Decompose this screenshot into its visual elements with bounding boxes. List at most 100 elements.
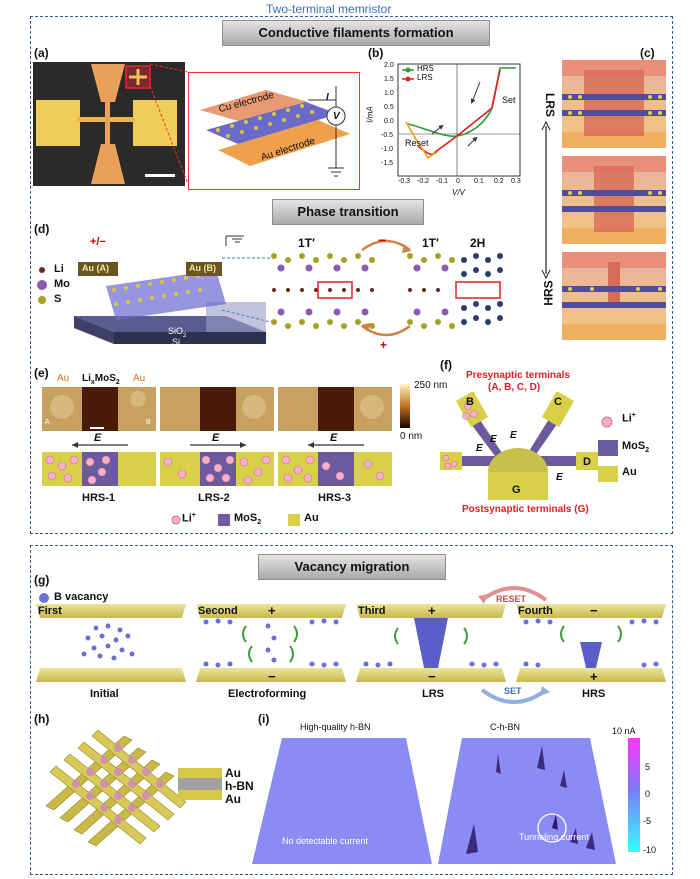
panel-label-a: (a) — [34, 46, 49, 60]
left-map-title: High-quality h-BN — [300, 722, 371, 732]
reset-arrow — [478, 586, 548, 604]
panel-a-zoom-lines — [150, 63, 189, 185]
legend-hrs: HRS — [417, 64, 434, 73]
panel-d-lattice — [271, 253, 503, 329]
f-e-label: E — [476, 443, 483, 454]
e-legend-li: Li+ — [182, 512, 196, 525]
cycle-plus: + — [380, 338, 388, 352]
top-frame — [30, 16, 673, 534]
iv-xtick: 0.1 — [474, 178, 484, 185]
state-hrs-1: HRS-1 — [82, 492, 116, 504]
sign-second-top: + — [268, 603, 276, 618]
au-a-label: Au (A) — [82, 263, 109, 273]
voltage-label: V — [333, 111, 340, 122]
e-field-arrows — [72, 442, 364, 448]
state-electroforming: Electroforming — [228, 688, 307, 700]
panel-d-zoom-lines — [222, 257, 271, 323]
reset-label: RESET — [496, 594, 527, 604]
e-field-label: E — [94, 432, 102, 444]
afm-corner-b: B — [146, 419, 151, 426]
cbar-tick: -5 — [643, 816, 652, 826]
ground-symbol — [225, 235, 244, 246]
state-hrs-3: HRS-3 — [318, 492, 352, 504]
iv-xlabel: V/V — [452, 188, 465, 197]
hrs-label: HRS — [541, 280, 556, 306]
e-legend-au: Au — [304, 512, 319, 524]
panel-label-h: (h) — [34, 712, 50, 726]
iv-xtick: -0.3 — [398, 178, 411, 185]
e-state-schematics — [42, 452, 392, 486]
banner-phase: Phase transition — [272, 199, 424, 225]
presynaptic-sub: (A, B, C, D) — [488, 382, 541, 393]
step-second: Second — [198, 605, 238, 617]
e-legend-swatches — [171, 514, 300, 526]
e-au-left: Au — [57, 373, 70, 384]
iv-xtick: -0.1 — [436, 178, 449, 185]
step-fourth: Fourth — [518, 605, 553, 617]
b-vacancy-dot — [39, 593, 49, 603]
current-colorbar — [628, 738, 640, 852]
state-lrs-2: LRS-2 — [198, 492, 230, 504]
step-third: Third — [358, 605, 386, 617]
iv-ytick: 2.0 — [384, 62, 394, 69]
sio2-label: SiO2 — [168, 326, 187, 339]
state-lrs: LRS — [422, 688, 444, 700]
layer-hbn: h-BN — [225, 779, 254, 793]
lrs-label: LRS — [543, 93, 557, 117]
e-au-right: Au — [133, 373, 146, 384]
afm-corner-a: A — [45, 419, 50, 426]
e-legend-mos2: MoS2 — [234, 512, 262, 527]
afm-colorbar — [400, 384, 410, 428]
tunneling-note: Tunneling current — [519, 832, 589, 842]
panel-g-stages — [36, 604, 666, 682]
sign-fourth-bot: + — [590, 669, 598, 684]
b-vacancy-label: B vacancy — [54, 591, 109, 603]
banner-filaments: Conductive filaments formation — [222, 20, 490, 46]
cycle-minus: − — [378, 232, 387, 248]
legend-mo: Mo — [54, 278, 70, 290]
panel-a-device-schematic — [188, 72, 360, 190]
iv-ytick: 1.5 — [384, 76, 394, 83]
cbar-tick: 0 — [645, 789, 651, 799]
iv-xtick: 0.2 — [494, 178, 504, 185]
legend-lrs: LRS — [417, 73, 433, 82]
e-lixmos2: LixMoS2 — [82, 373, 120, 386]
presynaptic-label: Presynaptic terminals — [466, 370, 570, 381]
iv-xtick: 0 — [456, 178, 460, 185]
current-label: I — [326, 92, 329, 103]
panel-f-synapse — [440, 392, 598, 500]
current-maps — [252, 738, 616, 864]
terminal-d: D — [583, 456, 591, 468]
set-label: SET — [504, 686, 522, 696]
bottom-frame — [30, 545, 673, 875]
f-legend-li: Li+ — [622, 412, 636, 425]
sign-fourth-top: − — [590, 603, 598, 618]
iv-reset-label: Reset — [405, 138, 429, 148]
afm-images — [42, 387, 392, 431]
phase-1t-a: 1T′ — [298, 236, 315, 250]
phase-2h: 2H — [470, 236, 486, 250]
layer-au-top: Au — [225, 766, 241, 780]
f-e-label: E — [490, 434, 497, 445]
iv-ytick: -0.5 — [381, 132, 394, 139]
iv-ylabel: I/mA — [365, 106, 375, 123]
sign-third-top: + — [428, 603, 436, 618]
figure-title: Two-terminal memristor — [266, 2, 392, 16]
f-legend-au: Au — [622, 466, 637, 478]
iv-curve-chart — [397, 63, 521, 177]
iv-ytick: 0.0 — [384, 118, 394, 125]
f-e-label: E — [556, 472, 563, 483]
iv-ytick: 0.5 — [384, 104, 394, 111]
panel-d-cycle-arrows — [361, 239, 411, 337]
panel-c-arrow — [541, 120, 551, 280]
step-first: First — [38, 605, 62, 617]
state-hrs: HRS — [582, 688, 606, 700]
cbar-tick: -10 — [643, 845, 657, 855]
e-field-label: E — [212, 432, 220, 444]
terminal-b: B — [466, 396, 474, 408]
e-field-label: E — [330, 432, 338, 444]
legend-li: Li — [54, 263, 64, 275]
iv-set-label: Set — [502, 95, 516, 105]
cbar-tick: 5 — [645, 762, 651, 772]
panel-d-device — [74, 262, 266, 344]
